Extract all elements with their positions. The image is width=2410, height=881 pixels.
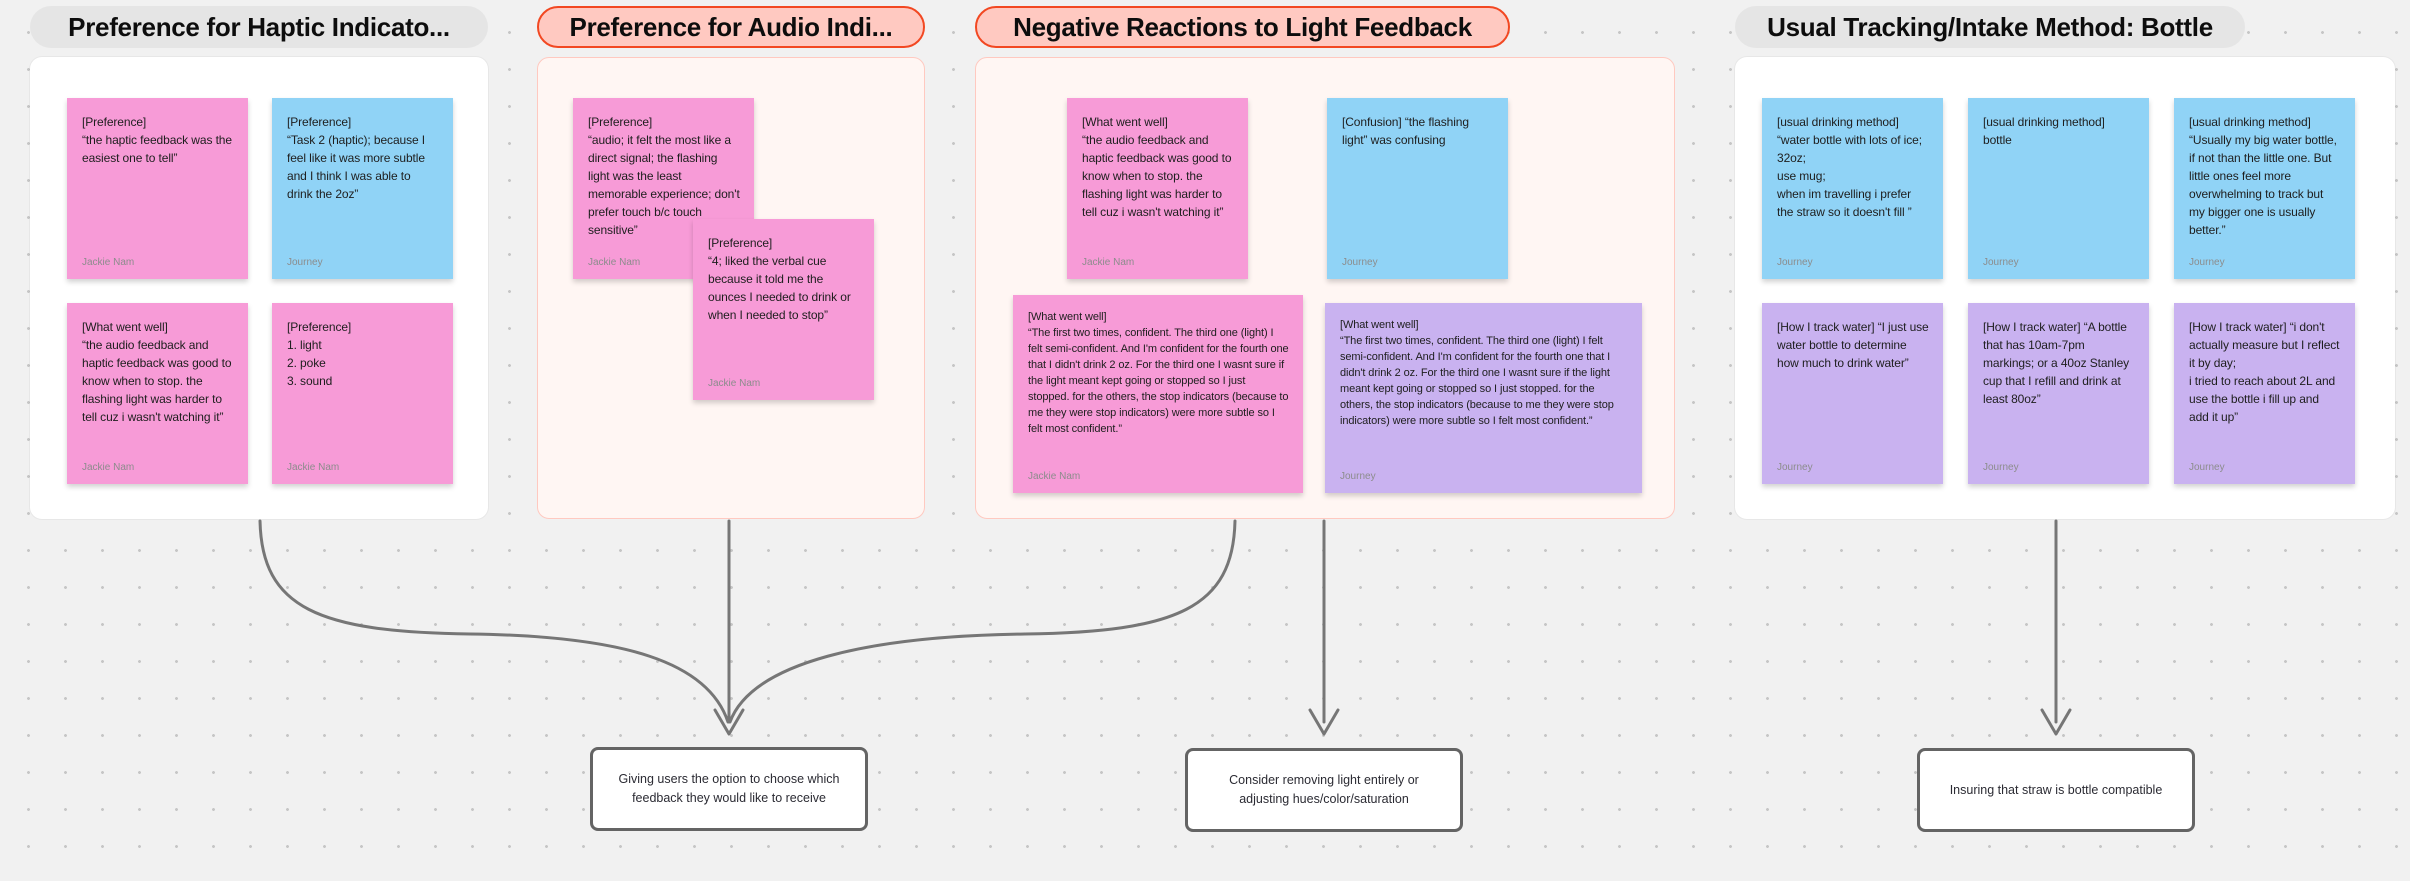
sticky-note[interactable]: [What went well] “the audio feedback and… <box>67 303 248 484</box>
connector-arrow-light-left[interactable] <box>728 519 1237 724</box>
sticky-author: Journey <box>2189 257 2225 268</box>
conclusion-box[interactable]: Insuring that straw is bottle compatible <box>1917 748 2195 832</box>
sticky-text: [Preference] “4; liked the verbal cue be… <box>708 236 851 322</box>
sticky-author: Journey <box>1983 257 2019 268</box>
sticky-note[interactable]: [How I track water] “I just use water bo… <box>1762 303 1943 484</box>
sticky-note[interactable]: [How I track water] “A bottle that has 1… <box>1968 303 2149 484</box>
arrowhead-icon <box>1308 708 1340 736</box>
arrowhead-icon <box>2040 708 2072 736</box>
sticky-text: [How I track water] “A bottle that has 1… <box>1983 320 2130 406</box>
sticky-author: Journey <box>1777 462 1813 473</box>
sticky-author: Journey <box>1983 462 2019 473</box>
section-title-bottle[interactable]: Usual Tracking/Intake Method: Bottle <box>1735 6 2245 48</box>
sticky-text: [usual drinking method] “Usually my big … <box>2189 115 2337 237</box>
sticky-text: [Preference] “the haptic feedback was th… <box>82 115 232 165</box>
conclusion-text: Giving users the option to choose which … <box>618 772 840 805</box>
sticky-text: [Preference] 1. light 2. poke 3. sound <box>287 320 352 388</box>
sticky-author: Journey <box>287 257 323 268</box>
sticky-note[interactable]: [Preference] “Task 2 (haptic); because I… <box>272 98 453 279</box>
section-title-audio[interactable]: Preference for Audio Indi... <box>537 6 925 48</box>
sticky-text: [What went well] “The first two times, c… <box>1340 319 1614 427</box>
sticky-note[interactable]: [How I track water] “i don't actually me… <box>2174 303 2355 484</box>
sticky-note[interactable]: [What went well] “the audio feedback and… <box>1067 98 1248 279</box>
sticky-note[interactable]: [Preference] “the haptic feedback was th… <box>67 98 248 279</box>
sticky-author: Jackie Nam <box>287 462 340 473</box>
sticky-note[interactable]: [What went well] “The first two times, c… <box>1013 295 1303 493</box>
sticky-author: Jackie Nam <box>588 257 641 268</box>
sticky-note[interactable]: [usual drinking method] “Usually my big … <box>2174 98 2355 279</box>
sticky-text: [How I track water] “I just use water bo… <box>1777 320 1929 370</box>
sticky-text: [What went well] “the audio feedback and… <box>82 320 232 424</box>
arrowhead-icon <box>713 708 745 736</box>
sticky-text: [Confusion] “the flashing light” was con… <box>1342 115 1469 147</box>
sticky-author: Jackie Nam <box>1028 471 1081 482</box>
conclusion-text: Insuring that straw is bottle compatible <box>1949 782 2163 797</box>
sticky-note[interactable]: [usual drinking method] bottle Journey <box>1968 98 2149 279</box>
conclusion-box[interactable]: Consider removing light entirely or adju… <box>1185 748 1463 832</box>
section-title-haptic[interactable]: Preference for Haptic Indicato... <box>30 6 488 48</box>
sticky-text: [Preference] “audio; it felt the most li… <box>588 115 740 237</box>
sticky-note[interactable]: [What went well] “The first two times, c… <box>1325 303 1642 493</box>
conclusion-text: Consider removing light entirely or adju… <box>1229 773 1419 806</box>
sticky-note[interactable]: [Preference] “4; liked the verbal cue be… <box>693 219 874 400</box>
connector-arrow-haptic[interactable] <box>258 519 730 724</box>
sticky-author: Jackie Nam <box>82 462 135 473</box>
sticky-note[interactable]: [Preference] “audio; it felt the most li… <box>573 98 754 279</box>
sticky-text: [What went well] “The first two times, c… <box>1028 311 1289 435</box>
sticky-text: [What went well] “the audio feedback and… <box>1082 115 1232 219</box>
sticky-note[interactable]: [Preference] 1. light 2. poke 3. sound J… <box>272 303 453 484</box>
sticky-text: [usual drinking method] bottle <box>1983 115 2105 147</box>
sticky-note[interactable]: [usual drinking method] “water bottle wi… <box>1762 98 1943 279</box>
sticky-text: [How I track water] “i don't actually me… <box>2189 320 2340 424</box>
sticky-author: Jackie Nam <box>708 378 761 389</box>
sticky-author: Jackie Nam <box>82 257 135 268</box>
sticky-note[interactable]: [Confusion] “the flashing light” was con… <box>1327 98 1508 279</box>
conclusion-box[interactable]: Giving users the option to choose which … <box>590 747 868 831</box>
sticky-text: [Preference] “Task 2 (haptic); because I… <box>287 115 426 201</box>
sticky-author: Journey <box>1342 257 1378 268</box>
sticky-author: Journey <box>1777 257 1813 268</box>
sticky-author: Jackie Nam <box>1082 257 1135 268</box>
sticky-text: [usual drinking method] “water bottle wi… <box>1777 115 1922 219</box>
sticky-author: Journey <box>2189 462 2225 473</box>
section-title-light[interactable]: Negative Reactions to Light Feedback <box>975 6 1510 48</box>
sticky-author: Journey <box>1340 471 1376 482</box>
